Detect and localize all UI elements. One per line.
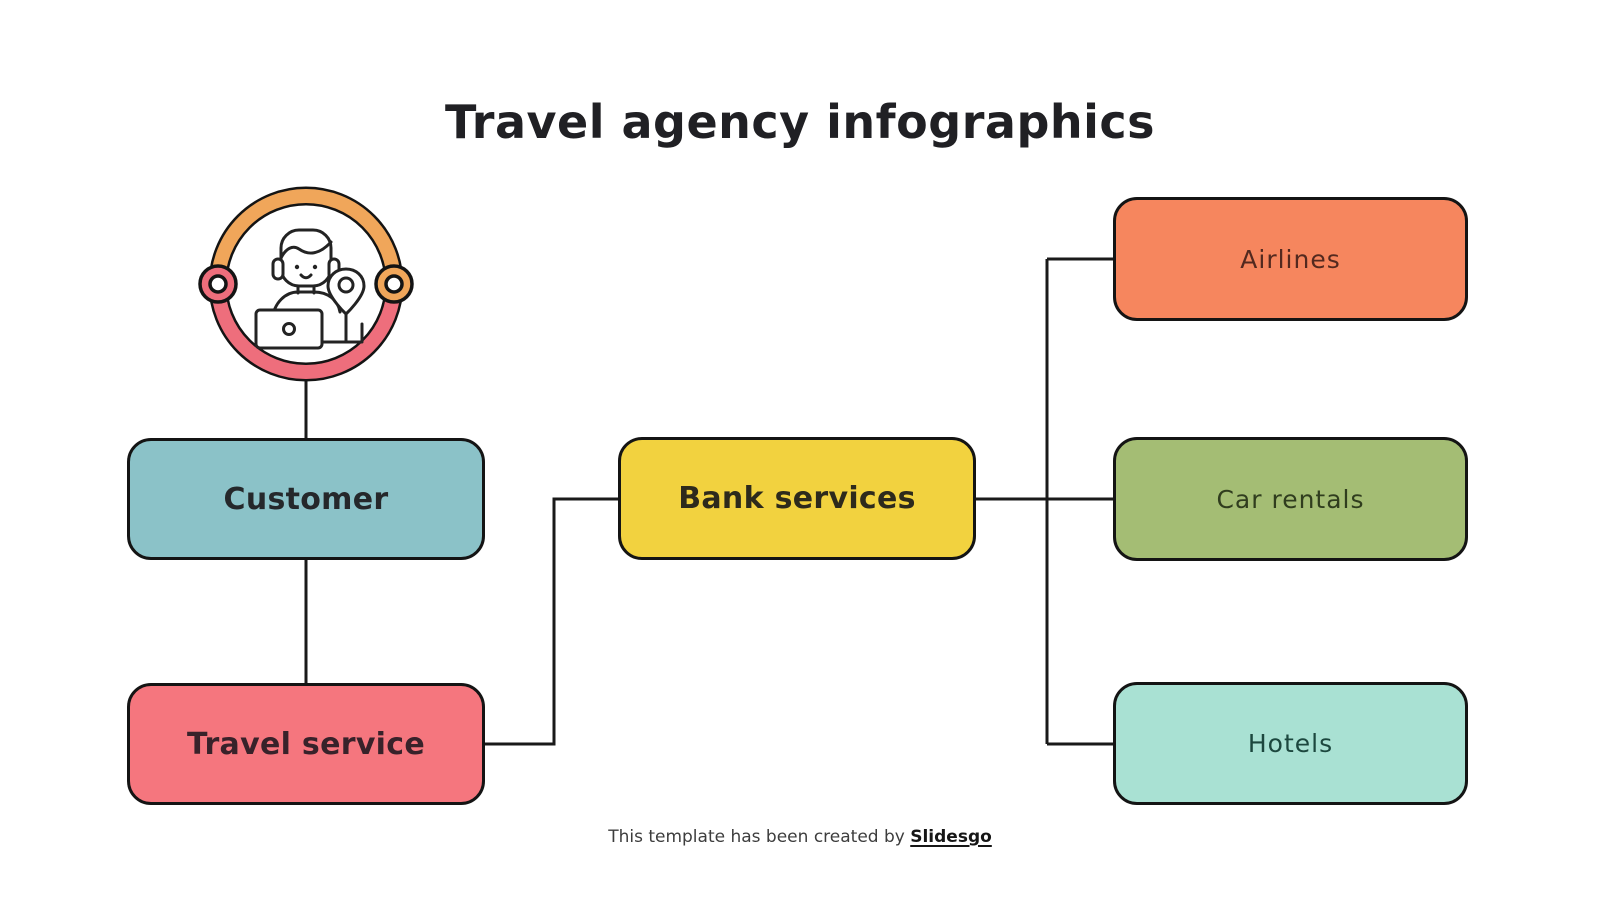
page-title: Travel agency infographics bbox=[444, 95, 1156, 149]
ring-marker-left bbox=[198, 264, 238, 304]
node-travel-service-label: Travel service bbox=[186, 726, 425, 762]
ring-bottom-arc bbox=[211, 283, 401, 379]
agent-at-laptop-art bbox=[254, 228, 366, 350]
pin-inner-circle bbox=[337, 276, 355, 294]
node-car-rentals: Car rentals bbox=[1113, 437, 1468, 561]
node-customer-label: Customer bbox=[223, 481, 389, 517]
slidesgo-link[interactable]: Slidesgo bbox=[910, 827, 992, 847]
node-car-rentals-label: Car rentals bbox=[1216, 484, 1365, 514]
edge-travel-service-to-bank-services bbox=[485, 497, 618, 746]
travel-agent-icon bbox=[198, 186, 414, 382]
node-travel-service: Travel service bbox=[127, 683, 485, 805]
node-hotels: Hotels bbox=[1113, 682, 1468, 805]
eye-right bbox=[312, 264, 318, 270]
node-customer: Customer bbox=[127, 438, 485, 560]
laptop-outline bbox=[254, 308, 324, 350]
node-airlines-label: Airlines bbox=[1240, 244, 1341, 274]
desk-line bbox=[320, 322, 364, 344]
footer-credit: This template has been created by Slides… bbox=[0, 827, 1600, 847]
smile-line bbox=[299, 273, 313, 280]
node-hotels-label: Hotels bbox=[1247, 729, 1334, 758]
node-airlines: Airlines bbox=[1113, 197, 1468, 321]
headset-left bbox=[271, 257, 285, 281]
node-bank-services: Bank services bbox=[618, 437, 976, 560]
laptop-logo bbox=[282, 322, 296, 336]
ring-top-arc bbox=[211, 189, 401, 285]
footer-credit-text: This template has been created by bbox=[608, 827, 911, 847]
hair-line bbox=[279, 240, 333, 260]
node-bank-services-label: Bank services bbox=[678, 481, 916, 516]
eye-left bbox=[294, 264, 300, 270]
ring-marker-right bbox=[374, 264, 414, 304]
